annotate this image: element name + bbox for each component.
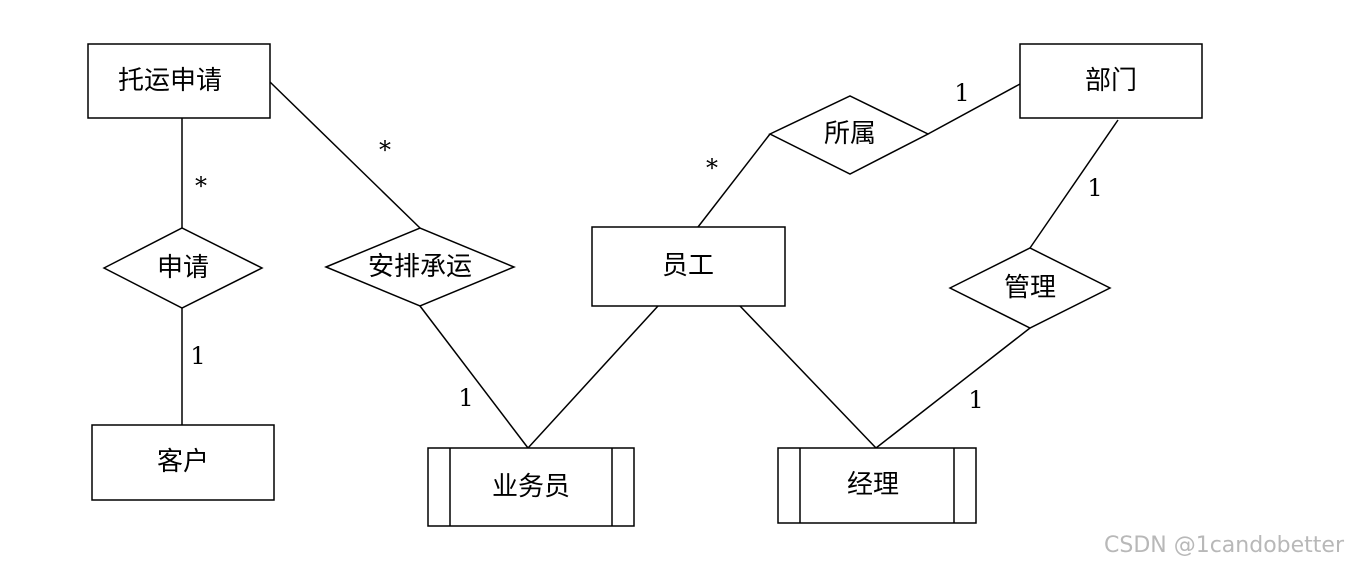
edge-request-arrange <box>269 81 421 229</box>
entity-salesperson: 业务员 <box>427 447 635 527</box>
entity-manager-label: 经理 <box>847 470 899 500</box>
entity-employee-label: 员工 <box>662 251 714 281</box>
cardinality-arrange-salesperson: 1 <box>458 384 473 412</box>
relationship-arrange-shipping: 安排承运 <box>324 227 516 307</box>
edge-employee-salesperson <box>527 305 659 449</box>
edge-belongs-department <box>927 83 1021 135</box>
entity-consign-request: 托运申请 <box>87 43 271 119</box>
relationship-manage: 管理 <box>948 247 1112 329</box>
relationship-belongs-to-label: 所属 <box>824 119 876 149</box>
edge-department-manage <box>1029 119 1119 249</box>
edge-employee-manager <box>739 305 877 449</box>
edge-manage-manager <box>875 327 1031 449</box>
entity-department-label: 部门 <box>1085 66 1137 96</box>
entity-salesperson-label: 业务员 <box>492 472 570 502</box>
entity-manager: 经理 <box>777 447 977 524</box>
entity-employee: 员工 <box>591 226 786 307</box>
cardinality-belongs-employee: * <box>706 154 718 182</box>
relationship-belongs-to: 所属 <box>768 95 930 175</box>
cardinality-manage-department: 1 <box>1087 174 1102 202</box>
entity-department: 部门 <box>1019 43 1203 119</box>
cardinality-belongs-department: 1 <box>954 79 969 107</box>
watermark: CSDN @1candobetter <box>1104 533 1345 558</box>
entity-consign-request-label: 托运申请 <box>118 66 222 96</box>
cardinality-arrange-request: * <box>379 136 391 164</box>
cardinality-apply-customer: 1 <box>190 342 205 370</box>
entity-customer: 客户 <box>91 424 275 501</box>
relationship-apply-label: 申请 <box>157 253 209 283</box>
relationship-arrange-shipping-label: 安排承运 <box>368 252 472 282</box>
cardinality-apply-request: * <box>195 172 207 200</box>
relationship-manage-label: 管理 <box>1004 273 1056 303</box>
cardinality-manage-manager: 1 <box>968 386 983 414</box>
relationship-apply: 申请 <box>102 227 264 309</box>
edge-employee-belongs <box>697 133 771 228</box>
edge-arrange-salesperson <box>419 305 529 449</box>
entity-customer-label: 客户 <box>157 447 209 477</box>
